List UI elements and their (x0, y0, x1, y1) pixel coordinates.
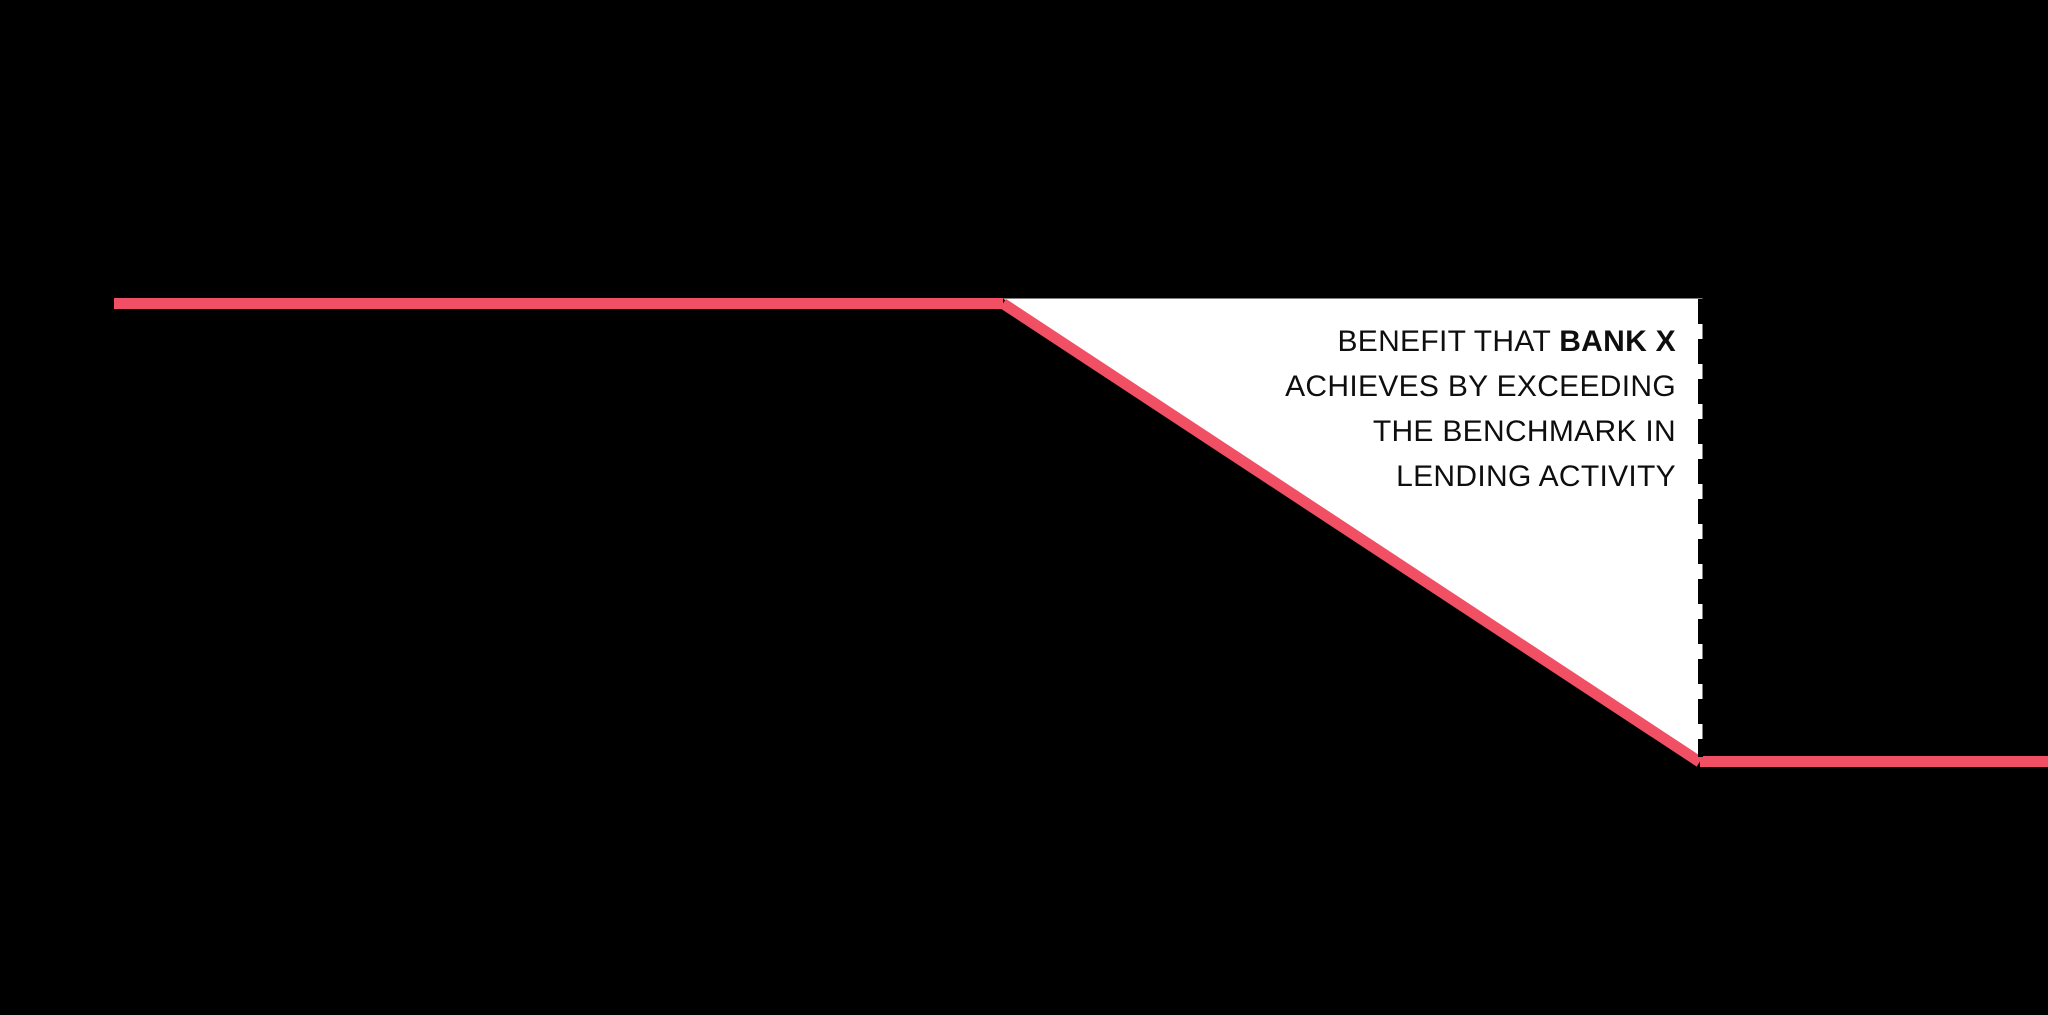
annotation-line-1: BENEFIT THAT BANK X (1196, 319, 1676, 364)
annotation-line-4: LENDING ACTIVITY (1396, 460, 1676, 493)
rate-line-upper-segment (114, 297, 1003, 309)
rate-line-lower-segment (1700, 756, 2048, 767)
annotation-line-1-bold: BANK X (1559, 325, 1676, 358)
annotation-line-1-regular: BENEFIT THAT (1337, 325, 1560, 358)
annotation-line-2: ACHIEVES BY EXCEEDING (1285, 370, 1676, 403)
benefit-annotation: BENEFIT THAT BANK X ACHIEVES BY EXCEEDIN… (1196, 319, 1676, 499)
benchmark-dashed-divider-line (1698, 299, 1703, 757)
annotation-line-3: THE BENCHMARK IN (1372, 415, 1676, 448)
